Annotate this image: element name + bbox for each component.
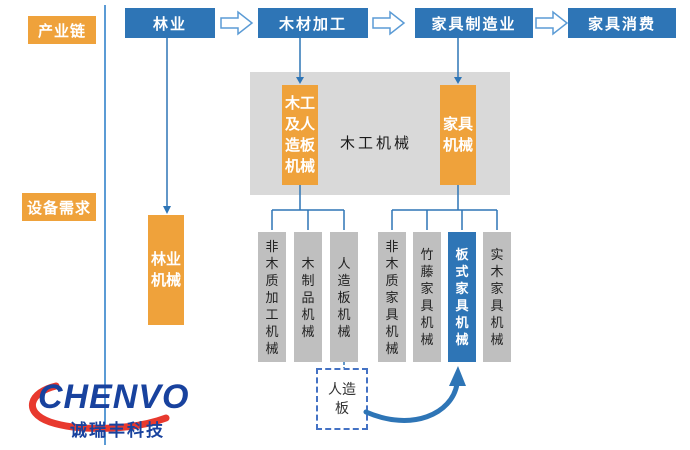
chain-box-furniture-manufacturing: 家具制造业: [415, 8, 533, 38]
flow-arrow-icon: [535, 10, 569, 36]
curved-arrow: [363, 381, 460, 423]
chain-box-forestry: 林业: [125, 8, 215, 38]
sub-box-panel-machinery: 人造板机械: [330, 232, 358, 362]
equipment-demand-label: 设备需求: [22, 193, 96, 221]
forestry-machinery-box: 林业机械: [148, 215, 184, 325]
company-logo: CHENVO 诚瑞丰科技: [22, 378, 237, 448]
furniture-machinery-box: 家具机械: [440, 85, 476, 185]
industry-chain-label: 产业链: [28, 16, 96, 44]
logo-wordmark: CHENVO: [38, 378, 190, 416]
sub-box-panel-furniture-highlight: 板式家具机械: [448, 232, 476, 362]
panel-title: 木工机械: [339, 135, 412, 152]
sub-box-solidwood-furniture: 实木家具机械: [483, 232, 511, 362]
sub-box-nonwood-furniture: 非木质家具机械: [378, 232, 406, 362]
sub-box-wood-products: 木制品机械: [294, 232, 322, 362]
chain-box-furniture-consumption: 家具消费: [568, 8, 676, 38]
woodworking-panel-machinery-box: 木工及人造板机械: [282, 85, 318, 185]
chain-box-wood-processing: 木材加工: [258, 8, 368, 38]
logo-company-name: 诚瑞丰科技: [70, 421, 165, 440]
logo-swoosh-icon: [28, 382, 170, 432]
curved-arrow-head-icon: [449, 366, 466, 386]
sub-box-rattan-furniture: 竹藤家具机械: [413, 232, 441, 362]
flow-arrow-icon: [220, 10, 254, 36]
vertical-divider: [104, 5, 106, 445]
wood-panel-dashed-box: 人造板: [316, 368, 368, 430]
flow-arrow-icon: [372, 10, 406, 36]
sub-box-nonwood-processing: 非木质加工机械: [258, 232, 286, 362]
